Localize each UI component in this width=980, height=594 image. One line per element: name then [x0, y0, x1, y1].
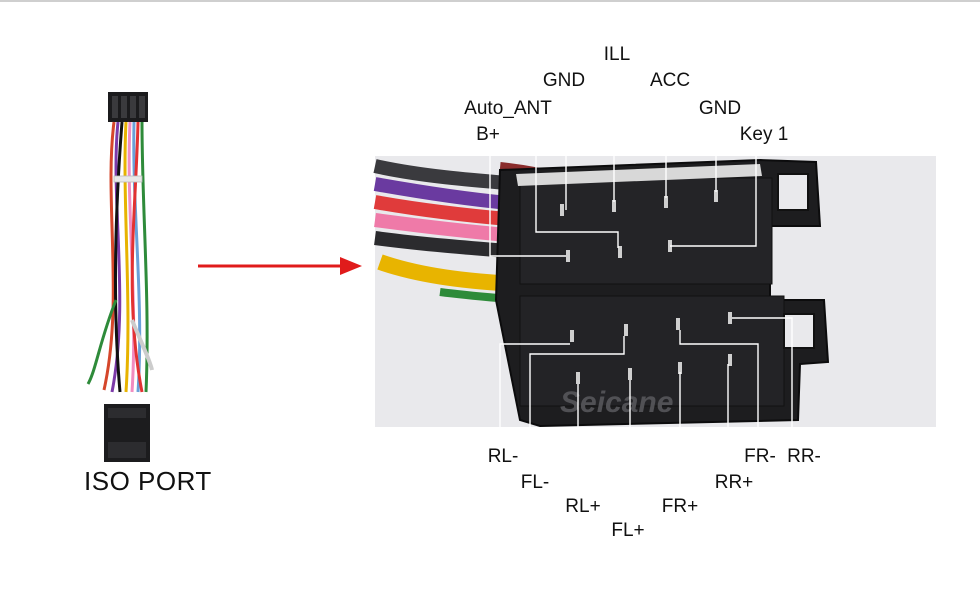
label-fl-plus: FL+: [611, 520, 644, 541]
label-fl-minus: FL-: [521, 472, 550, 493]
label-rl-plus: RL+: [565, 496, 600, 517]
label-b-plus: B+: [476, 124, 500, 145]
label-fr-plus: FR+: [662, 496, 698, 517]
label-fr-minus: FR-: [744, 446, 776, 467]
label-rr-plus: RR+: [715, 472, 754, 493]
label-rl-minus: RL-: [488, 446, 519, 467]
pin-labels-bottom: RL- FL- RL+ FL+ FR+ RR+ FR- RR-: [488, 446, 821, 541]
leader-lines: [489, 66, 793, 514]
top-divider: [0, 0, 980, 2]
arrow-right-icon: [198, 257, 362, 275]
label-ill: ILL: [604, 44, 630, 65]
iso-port-caption: ISO PORT: [84, 466, 212, 496]
label-auto-ant: Auto_ANT: [464, 98, 552, 119]
label-gnd-b: GND: [699, 98, 741, 119]
watermark-text: Seicane: [560, 386, 673, 419]
label-gnd-a: GND: [543, 70, 585, 91]
connector-photo: Seicane: [373, 156, 936, 428]
label-key1: Key 1: [740, 124, 789, 145]
harness-illustration: [86, 92, 154, 462]
pin-labels-top: ILL GND ACC Auto_ANT GND B+ Key 1: [464, 44, 788, 145]
label-rr-minus: RR-: [787, 446, 821, 467]
label-acc: ACC: [650, 70, 690, 91]
